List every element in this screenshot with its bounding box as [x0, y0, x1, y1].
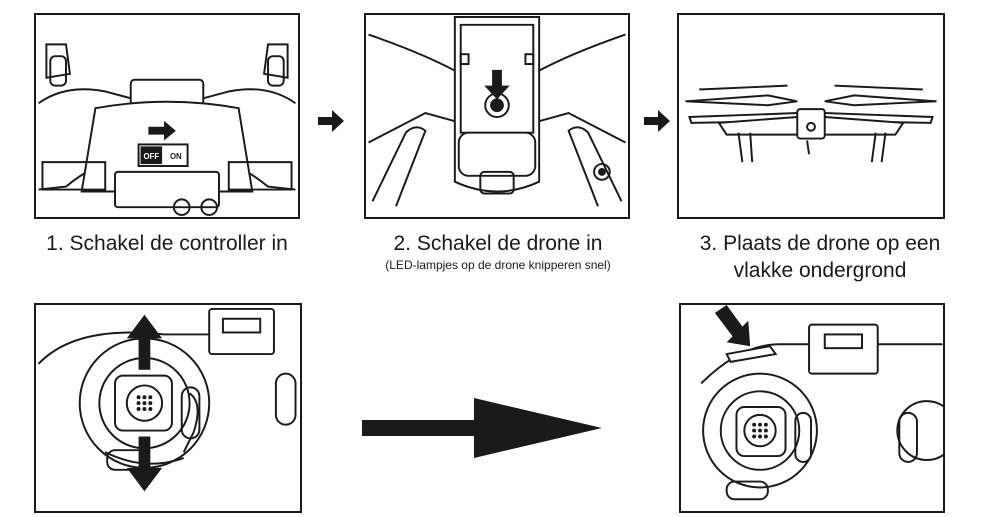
switch-off-label: OFF — [143, 152, 159, 161]
step2-caption: 2. Schakel de drone in — [393, 232, 603, 255]
step1-caption: 1. Schakel de controller in — [46, 232, 288, 255]
drone-side-illustration — [685, 84, 937, 163]
step3-caption-line2: vlakke ondergrond — [733, 259, 907, 282]
next-step-arrow-icon-2 — [644, 110, 670, 132]
down-arrow-icon — [484, 69, 510, 100]
switch-on-label: ON — [170, 152, 182, 161]
step3-caption-line1: 3. Plaats de drone op een — [699, 232, 941, 255]
controller-stick-illustration — [37, 307, 297, 492]
step3-drone-panel — [677, 13, 945, 219]
big-right-arrow-icon — [362, 398, 602, 458]
step2-drone-panel — [364, 13, 630, 219]
down-arrow-icon-2 — [126, 436, 163, 492]
right-arrow-icon — [148, 120, 176, 141]
controller-top-illustration: OFF ON — [37, 43, 297, 217]
step2-note: (LED-lampjes op de drone knipperen snel) — [385, 258, 611, 272]
step5-button-panel — [679, 303, 945, 513]
controller-button-illustration — [700, 305, 943, 501]
press-arrow-icon — [714, 305, 751, 347]
next-step-arrow-icon — [318, 110, 344, 132]
step1-controller-panel: OFF ON — [34, 13, 300, 219]
up-arrow-icon — [126, 314, 163, 370]
drone-underside-illustration — [368, 15, 626, 207]
step4-throttle-panel — [34, 303, 302, 513]
